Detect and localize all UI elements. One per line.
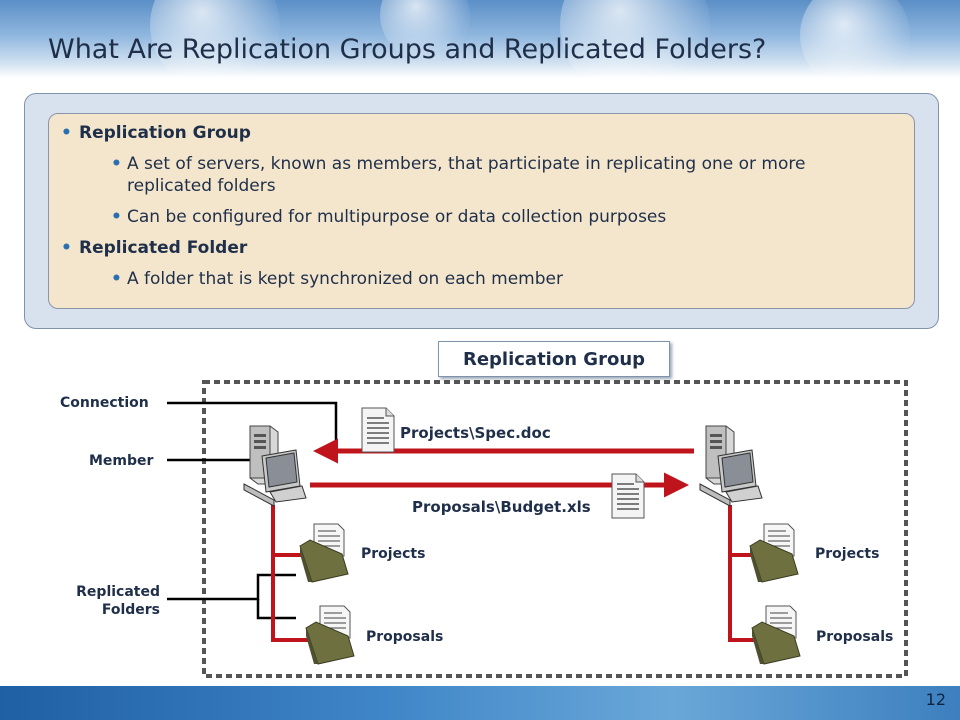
folder-icon bbox=[299, 523, 349, 583]
member-label: Member bbox=[89, 453, 154, 469]
bullet-text: Can be configured for multipurpose or da… bbox=[127, 207, 667, 227]
slide-number: 12 bbox=[925, 690, 946, 709]
replicated-folders-label-line1: Replicated bbox=[76, 584, 160, 600]
spec-doc-transfer-label: Projects\Spec.doc bbox=[400, 424, 551, 442]
document-icon bbox=[611, 473, 645, 519]
server-computer-icon bbox=[243, 425, 307, 507]
callout-lines bbox=[167, 401, 338, 620]
bullet-panel: • Replication Group • A set of servers, … bbox=[48, 113, 915, 309]
document-icon bbox=[361, 407, 395, 453]
folders-callout-line-top bbox=[167, 573, 296, 601]
bullet-text: Replicated Folder bbox=[79, 238, 248, 258]
replication-group-label: Replication Group bbox=[438, 341, 670, 377]
decor-bubble bbox=[150, 0, 280, 78]
decor-bubble bbox=[800, 0, 910, 78]
bullet-level1: • Replicated Folder bbox=[61, 237, 894, 259]
replicated-folders-label-line2: Folders bbox=[101, 602, 160, 618]
bullet-text: Replication Group bbox=[79, 123, 251, 143]
left-proposals-folder-label: Proposals bbox=[366, 629, 444, 645]
folders-callout-line-bottom bbox=[256, 599, 296, 620]
bullet-dot-icon: • bbox=[111, 207, 122, 227]
right-proposals-folder-label: Proposals bbox=[816, 629, 894, 645]
bullet-level2: • Can be configured for multipurpose or … bbox=[61, 206, 894, 228]
connection-label: Connection bbox=[60, 395, 149, 411]
folder-icon bbox=[751, 605, 801, 665]
left-folder-links bbox=[271, 505, 312, 642]
connection-callout-line bbox=[167, 401, 338, 450]
right-projects-folder-label: Projects bbox=[815, 546, 880, 562]
footer-band bbox=[0, 686, 960, 720]
folder-icon bbox=[749, 523, 799, 583]
bullet-level1: • Replication Group bbox=[61, 122, 894, 144]
bullet-dot-icon: • bbox=[61, 123, 72, 143]
replication-group-boundary bbox=[202, 380, 908, 678]
budget-xls-transfer-label: Proposals\Budget.xls bbox=[412, 498, 591, 516]
decor-bubble bbox=[560, 0, 710, 78]
right-folder-links bbox=[728, 505, 760, 642]
server-computer-icon bbox=[699, 425, 763, 507]
bullet-dot-icon: • bbox=[111, 154, 122, 174]
page-title: What Are Replication Groups and Replicat… bbox=[48, 34, 767, 65]
folder-icon bbox=[305, 605, 355, 665]
bullet-text: A folder that is kept synchronized on ea… bbox=[127, 269, 563, 289]
bullet-level2: • A folder that is kept synchronized on … bbox=[61, 268, 894, 290]
bullet-text: A set of servers, known as members, that… bbox=[127, 154, 806, 196]
header-band bbox=[0, 0, 960, 78]
bullet-dot-icon: • bbox=[61, 238, 72, 258]
bullet-level2: • A set of servers, known as members, th… bbox=[61, 153, 894, 197]
bullet-dot-icon: • bbox=[111, 269, 122, 289]
left-projects-folder-label: Projects bbox=[361, 546, 426, 562]
